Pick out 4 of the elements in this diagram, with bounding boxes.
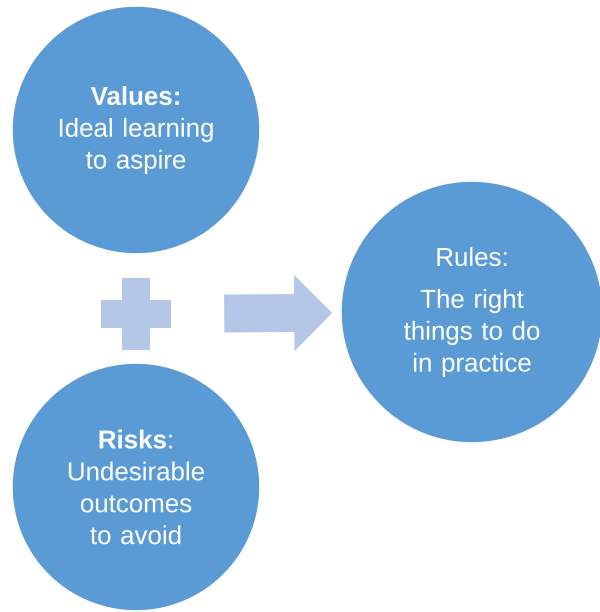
circle-node: Rules: The right things to do in practice	[340, 180, 600, 444]
circle-node: Values: Ideal learning to aspire	[11, 5, 261, 255]
circle-node: Risks: Undesirable outcomes to avoid	[11, 362, 261, 612]
plus-sign	[101, 278, 171, 350]
